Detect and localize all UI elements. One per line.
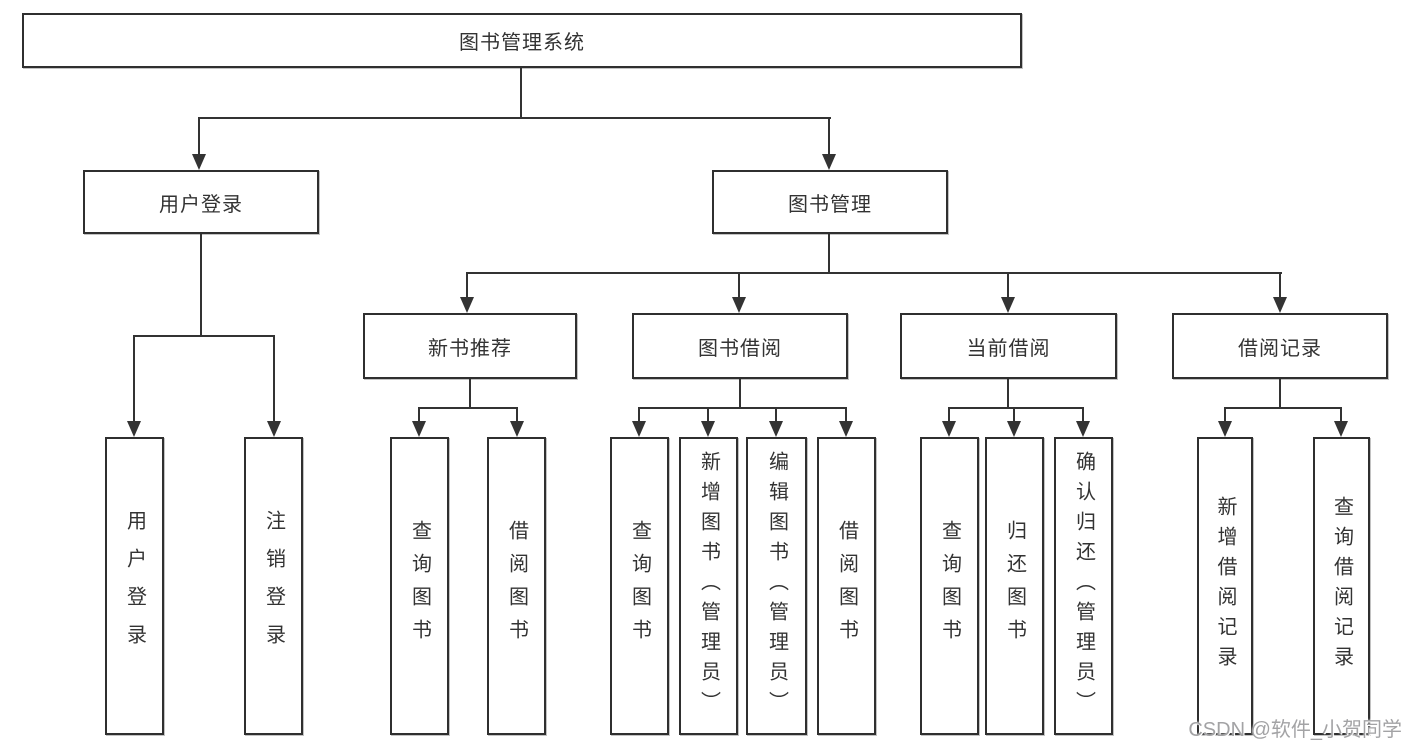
line-segment bbox=[739, 379, 741, 408]
line-segment bbox=[638, 407, 847, 409]
leaf-label: 查询图书 bbox=[408, 520, 431, 652]
line-segment bbox=[775, 407, 777, 423]
line-segment bbox=[466, 272, 1282, 274]
line-segment bbox=[198, 117, 831, 119]
leaf-label: 归还图书 bbox=[1003, 520, 1026, 652]
node-label: 图书管理系统 bbox=[459, 32, 585, 54]
arrow-down-icon bbox=[460, 297, 474, 313]
leaf-borrow-book: 借阅图书 bbox=[817, 437, 876, 735]
arrow-down-icon bbox=[822, 154, 836, 170]
line-segment bbox=[200, 234, 202, 336]
arrow-down-icon bbox=[1007, 421, 1021, 437]
leaf-query-book-current: 查询图书 bbox=[920, 437, 979, 735]
line-segment bbox=[1224, 407, 1342, 409]
leaf-label: 借阅图书 bbox=[505, 520, 528, 652]
line-segment bbox=[707, 407, 709, 423]
line-segment bbox=[948, 407, 950, 423]
line-segment bbox=[418, 407, 420, 423]
node-label: 当前借阅 bbox=[966, 337, 1051, 360]
leaf-label: 查询图书 bbox=[938, 520, 961, 652]
csdn-watermark: CSDN @软件_小贺同学 bbox=[1188, 719, 1402, 741]
line-segment bbox=[1224, 407, 1226, 423]
arrow-down-icon bbox=[1218, 421, 1232, 437]
line-segment bbox=[1007, 379, 1009, 408]
line-segment bbox=[520, 68, 522, 118]
line-segment bbox=[418, 407, 518, 409]
arrow-down-icon bbox=[127, 421, 141, 437]
node-book-management: 图书管理 bbox=[712, 170, 948, 234]
line-segment bbox=[638, 407, 640, 423]
leaf-label: 新增图书（管理员） bbox=[697, 451, 720, 721]
node-library-system: 图书管理系统 bbox=[22, 13, 1022, 68]
leaf-edit-book-admin: 编辑图书（管理员） bbox=[746, 437, 807, 735]
arrow-down-icon bbox=[732, 297, 746, 313]
leaf-user-login: 用户登录 bbox=[105, 437, 164, 735]
leaf-add-borrow-record: 新增借阅记录 bbox=[1197, 437, 1253, 735]
leaf-label: 新增借阅记录 bbox=[1214, 496, 1236, 676]
arrow-down-icon bbox=[192, 154, 206, 170]
line-segment bbox=[1082, 407, 1084, 423]
line-segment bbox=[845, 407, 847, 423]
leaf-confirm-return-admin: 确认归还（管理员） bbox=[1054, 437, 1113, 735]
leaf-query-book-borrow: 查询图书 bbox=[610, 437, 669, 735]
leaf-query-borrow-record: 查询借阅记录 bbox=[1313, 437, 1370, 735]
leaf-label: 查询借阅记录 bbox=[1330, 496, 1353, 676]
line-segment bbox=[1007, 272, 1009, 299]
leaf-label: 注销登录 bbox=[262, 510, 285, 662]
node-user-login: 用户登录 bbox=[83, 170, 319, 234]
arrow-down-icon bbox=[769, 421, 783, 437]
leaf-label: 确认归还（管理员） bbox=[1072, 451, 1095, 721]
node-borrow-records: 借阅记录 bbox=[1172, 313, 1388, 379]
leaf-label: 用户登录 bbox=[123, 510, 146, 662]
line-segment bbox=[948, 407, 1084, 409]
node-current-borrow: 当前借阅 bbox=[900, 313, 1117, 379]
leaf-return-book: 归还图书 bbox=[985, 437, 1044, 735]
line-segment bbox=[198, 117, 200, 156]
leaf-label: 借阅图书 bbox=[835, 520, 858, 652]
arrow-down-icon bbox=[412, 421, 426, 437]
leaf-query-book-recommend: 查询图书 bbox=[390, 437, 449, 735]
arrow-down-icon bbox=[510, 421, 524, 437]
node-new-book-recommend: 新书推荐 bbox=[363, 313, 577, 379]
line-segment bbox=[1340, 407, 1342, 423]
arrow-down-icon bbox=[701, 421, 715, 437]
arrow-down-icon bbox=[267, 421, 281, 437]
arrow-down-icon bbox=[632, 421, 646, 437]
line-segment bbox=[466, 272, 468, 299]
line-segment bbox=[469, 379, 471, 408]
leaf-label: 编辑图书（管理员） bbox=[765, 451, 788, 721]
line-segment bbox=[1279, 379, 1281, 408]
leaf-logout-login: 注销登录 bbox=[244, 437, 303, 735]
arrow-down-icon bbox=[1001, 297, 1015, 313]
line-segment bbox=[1279, 272, 1281, 299]
node-label: 用户登录 bbox=[159, 193, 243, 216]
leaf-borrow-book-recommend: 借阅图书 bbox=[487, 437, 546, 735]
arrow-down-icon bbox=[942, 421, 956, 437]
line-segment bbox=[1013, 407, 1015, 423]
node-label: 借阅记录 bbox=[1238, 337, 1322, 360]
line-segment bbox=[273, 335, 275, 423]
line-segment bbox=[516, 407, 518, 423]
line-segment bbox=[133, 335, 135, 423]
line-segment bbox=[828, 117, 830, 156]
node-label: 图书管理 bbox=[788, 193, 872, 216]
line-segment bbox=[738, 272, 740, 299]
leaf-label: 查询图书 bbox=[628, 520, 651, 652]
arrow-down-icon bbox=[1273, 297, 1287, 313]
line-segment bbox=[133, 335, 275, 337]
leaf-add-book-admin: 新增图书（管理员） bbox=[679, 437, 738, 735]
node-book-borrow: 图书借阅 bbox=[632, 313, 848, 379]
arrow-down-icon bbox=[1076, 421, 1090, 437]
node-label: 图书借阅 bbox=[698, 337, 782, 360]
arrow-down-icon bbox=[839, 421, 853, 437]
node-label: 新书推荐 bbox=[428, 337, 512, 360]
line-segment bbox=[828, 234, 830, 274]
arrow-down-icon bbox=[1334, 421, 1348, 437]
